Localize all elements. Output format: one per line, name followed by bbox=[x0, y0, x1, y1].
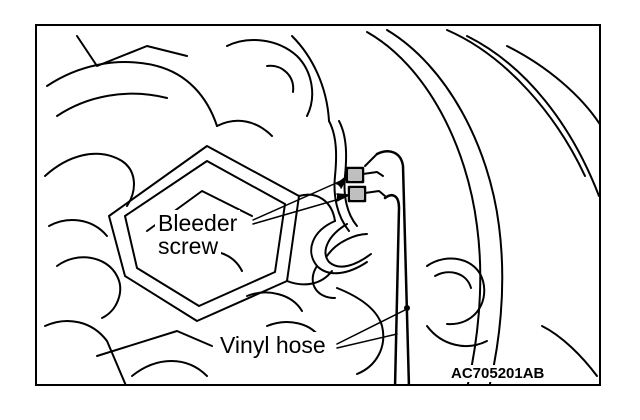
brake-bleeding-illustration bbox=[44, 29, 599, 384]
wheel-arch bbox=[366, 29, 599, 384]
bleeder-screw-label-line2: screw bbox=[155, 234, 222, 260]
leader-lines bbox=[252, 175, 408, 349]
vinyl-hose-label: Vinyl hose bbox=[217, 332, 329, 359]
engine-assembly bbox=[44, 35, 330, 384]
bleeder-screw-label-line1: Bleeder bbox=[155, 210, 241, 236]
diagram-frame: Bleeder screw Vinyl hose AC705201AB bbox=[35, 24, 601, 386]
vinyl-hose bbox=[364, 150, 411, 384]
bleeder-screw-fitting bbox=[345, 166, 386, 203]
brake-pipes bbox=[310, 120, 372, 299]
figure-code: AC705201AB bbox=[449, 365, 547, 382]
